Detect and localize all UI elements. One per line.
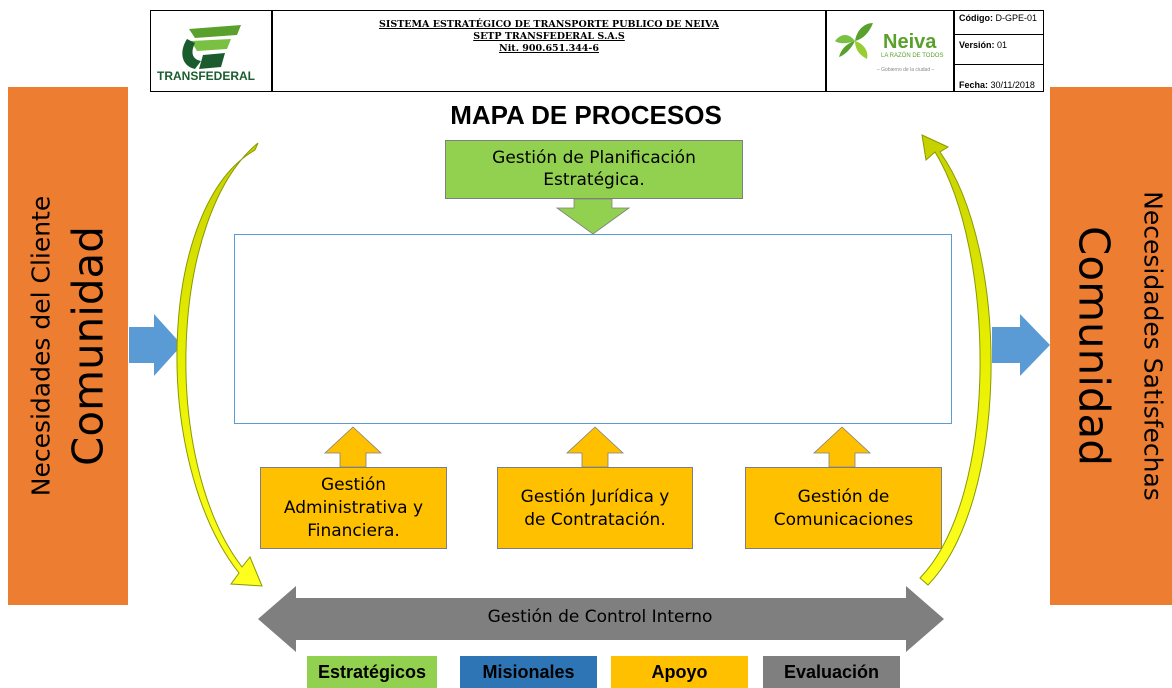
satisfied-community-label: Comunidad bbox=[1069, 226, 1119, 466]
support-2-line1: Gestión Jurídica y bbox=[520, 487, 670, 507]
strategic-line1: Gestión de Planificación bbox=[492, 148, 696, 168]
meta-version-value: 01 bbox=[997, 40, 1008, 50]
satisfied-needs-panel: Comunidad Necesidades Satisfechas bbox=[1050, 87, 1172, 605]
right-curved-arrow bbox=[919, 134, 992, 586]
strategic-process-box: Gestión de Planificación Estratégica. bbox=[445, 140, 743, 199]
meta-codigo-label: Código: bbox=[959, 13, 993, 23]
meta-version: Versión: 01 bbox=[955, 35, 1043, 65]
header-title-line2: SETP TRANSFEDERAL S.A.S bbox=[473, 31, 625, 42]
meta-version-label: Versión: bbox=[959, 40, 995, 50]
input-arrow bbox=[129, 314, 182, 376]
left-curved-arrow bbox=[176, 142, 263, 587]
strategic-line2: Estratégica. bbox=[543, 170, 645, 190]
missional-2-line1: Gestión Social bbox=[537, 303, 659, 323]
missional-1-line2: Infraestructura bbox=[312, 325, 440, 345]
strategic-down-arrow bbox=[555, 198, 631, 235]
control-interno-label: Gestión de Control Interno bbox=[487, 607, 713, 627]
missional-frame bbox=[234, 234, 952, 424]
missional-3-line2: Operaciones bbox=[769, 325, 877, 345]
neiva-logo-text: Neiva bbox=[883, 31, 937, 53]
output-arrow bbox=[992, 314, 1050, 376]
neiva-logo-tagline: – Gobierno de la ciudad – bbox=[877, 67, 935, 73]
meta-codigo-value: D-GPE-01 bbox=[995, 13, 1038, 23]
client-needs-panel: Necesidades del Cliente Comunidad bbox=[8, 87, 128, 605]
client-needs-label: Necesidades del Cliente bbox=[26, 195, 56, 497]
client-community-label: Comunidad bbox=[63, 226, 113, 466]
header-title-line1: SISTEMA ESTRATÉGICO DE TRANSPORTE PUBLIC… bbox=[379, 19, 719, 30]
support-box-comunicaciones: Gestión de Comunicaciones bbox=[745, 467, 942, 549]
meta-codigo: Código: D-GPE-01 bbox=[955, 11, 1043, 35]
support-3-line1: Gestión de bbox=[797, 487, 890, 507]
legend-evaluation: Evaluación bbox=[763, 656, 900, 688]
legend-support: Apoyo bbox=[611, 656, 748, 688]
support-up-arrow-1 bbox=[323, 426, 383, 468]
header-title-box: SISTEMA ESTRATÉGICO DE TRANSPORTE PUBLIC… bbox=[272, 10, 826, 92]
support-up-arrow-3 bbox=[812, 426, 872, 468]
satisfied-needs-label: Necesidades Satisfechas bbox=[1138, 191, 1168, 501]
support-1-line2: Administrativa y bbox=[283, 498, 424, 518]
document-meta: Código: D-GPE-01 Versión: 01 Fecha: 30/1… bbox=[954, 10, 1044, 92]
missional-1-line1: Gestión de bbox=[330, 303, 422, 323]
missional-3-line1: Gestión de bbox=[777, 303, 869, 323]
support-1-line1: Gestión bbox=[320, 475, 387, 495]
support-3-line2: Comunicaciones bbox=[773, 510, 914, 530]
meta-fecha: Fecha: 30/11/2018 bbox=[955, 65, 1043, 93]
support-box-juridica: Gestión Jurídica y de Contratación. bbox=[497, 467, 693, 549]
legend-strategic: Estratégicos bbox=[307, 656, 437, 688]
neiva-logo-subtitle: LA RAZÓN DE TODOS bbox=[881, 53, 944, 59]
transfederal-emblem-icon bbox=[182, 25, 241, 69]
page-title: MAPA DE PROCESOS bbox=[450, 100, 722, 130]
chevron-operaciones-label: Gestión de Operaciones bbox=[733, 302, 913, 346]
neiva-logo: Neiva LA RAZÓN DE TODOS – Gobierno de la… bbox=[826, 10, 954, 92]
support-1-line3: Financiera. bbox=[307, 521, 400, 541]
chevron-infraestructura-label: Gestión de Infraestructura bbox=[286, 302, 466, 346]
support-box-administrativa: Gestión Administrativa y Financiera. bbox=[260, 467, 447, 549]
transfederal-logo: TRANSFEDERAL bbox=[150, 10, 272, 92]
meta-fecha-label: Fecha: bbox=[959, 80, 989, 90]
header-title-line3: Nit. 900.651.344-6 bbox=[499, 43, 599, 54]
chevron-social-label: Gestión Social y Predial bbox=[508, 302, 688, 346]
support-up-arrow-2 bbox=[565, 426, 625, 468]
meta-fecha-value: 30/11/2018 bbox=[990, 80, 1035, 90]
control-double-arrow bbox=[258, 586, 944, 652]
legend-missional: Misionales bbox=[460, 656, 597, 688]
transfederal-logo-text: TRANSFEDERAL bbox=[157, 69, 255, 83]
missional-2-line2: y Predial bbox=[561, 325, 635, 345]
support-2-line2: de Contratación. bbox=[524, 510, 666, 530]
neiva-leaf-icon bbox=[835, 23, 873, 59]
